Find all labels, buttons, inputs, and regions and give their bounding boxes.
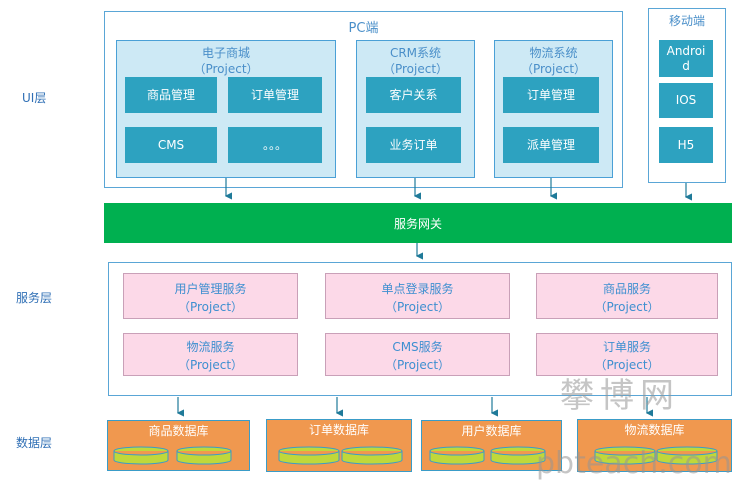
database-cylinder-icon xyxy=(656,446,718,465)
service-sub: （Project） xyxy=(384,358,451,372)
service-sub: （Project） xyxy=(384,300,451,314)
tile-order-mgmt[interactable]: 订单管理 xyxy=(228,77,322,113)
layer-label-data: 数据层 xyxy=(16,436,53,450)
tile-ios[interactable]: IOS xyxy=(659,83,713,118)
database-cylinder-icon xyxy=(429,446,485,465)
mobile-title: 移动端 xyxy=(668,14,705,28)
database-cylinder-icon xyxy=(278,446,340,465)
tile-product-mgmt[interactable]: 商品管理 xyxy=(125,77,217,113)
tile-more[interactable]: 。。。 xyxy=(228,127,322,163)
service-sub: （Project） xyxy=(594,358,660,372)
tile-customer-relations[interactable]: 客户关系 xyxy=(366,77,461,113)
layer-label-service: 服务层 xyxy=(16,291,53,305)
project-name: CRM系统 xyxy=(389,46,442,60)
project-sub: （Project） xyxy=(193,62,259,76)
service-name: 商品服务 xyxy=(602,282,651,296)
database-cylinder-icon xyxy=(341,446,403,465)
project-name: 电子商城 xyxy=(201,46,250,60)
db-name: 商品数据库 xyxy=(148,424,209,438)
database-cylinder-icon xyxy=(594,446,656,465)
service-user-mgmt[interactable]: 用户管理服务 （Project） xyxy=(123,273,298,319)
service-order[interactable]: 订单服务 （Project） xyxy=(536,333,718,376)
pc-title: PC端 xyxy=(348,21,379,36)
database-cylinder-icon xyxy=(176,446,232,465)
service-name: 单点登录服务 xyxy=(381,282,454,296)
tile-dispatch-mgmt[interactable]: 派单管理 xyxy=(503,127,599,163)
database-cylinder-icon xyxy=(113,446,169,465)
service-name: CMS服务 xyxy=(392,340,443,354)
tile-cms[interactable]: CMS xyxy=(125,127,217,163)
project-name: 物流系统 xyxy=(529,46,578,60)
service-name: 物流服务 xyxy=(186,340,235,354)
project-sub: （Project） xyxy=(382,62,449,76)
service-sub: （Project） xyxy=(177,358,244,372)
database-cylinders xyxy=(113,446,718,465)
tile-order-mgmt-logistics[interactable]: 订单管理 xyxy=(503,77,599,113)
service-gateway[interactable]: 服务网关 xyxy=(104,203,732,243)
database-cylinder-icon xyxy=(490,446,546,465)
service-cms[interactable]: CMS服务 （Project） xyxy=(325,333,510,376)
service-name: 订单服务 xyxy=(602,340,651,354)
service-sub: （Project） xyxy=(177,300,244,314)
db-name: 物流数据库 xyxy=(624,423,685,437)
project-sub: （Project） xyxy=(520,62,587,76)
layer-label-ui: UI层 xyxy=(22,91,47,105)
service-product[interactable]: 商品服务 （Project） xyxy=(536,273,718,319)
service-sso[interactable]: 单点登录服务 （Project） xyxy=(325,273,510,319)
tile-business-orders[interactable]: 业务订单 xyxy=(366,127,461,163)
db-name: 订单数据库 xyxy=(308,423,369,437)
tile-android[interactable]: Android xyxy=(659,40,713,77)
service-sub: （Project） xyxy=(594,300,660,314)
service-logistics[interactable]: 物流服务 （Project） xyxy=(123,333,298,376)
service-name: 用户管理服务 xyxy=(174,282,247,296)
db-name: 用户数据库 xyxy=(461,424,522,438)
tile-h5[interactable]: H5 xyxy=(659,127,713,163)
